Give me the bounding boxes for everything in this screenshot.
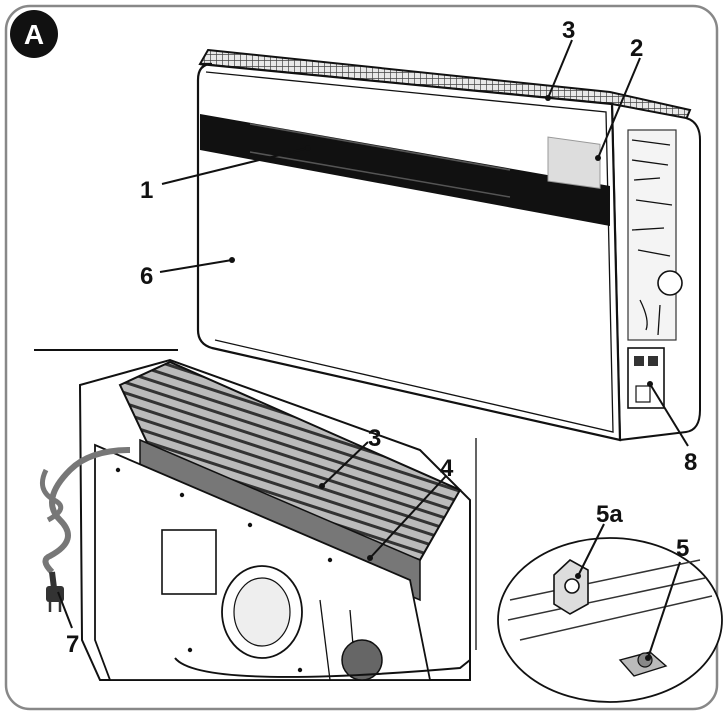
svg-text:A: A (24, 19, 44, 50)
callout-2: 2 (630, 35, 643, 62)
leader-lines (57, 39, 689, 661)
callout-3-bottom: 3 (368, 425, 381, 452)
callout-5a: 5a (596, 501, 623, 528)
rear-screws (115, 467, 333, 673)
callout-7: 7 (66, 631, 79, 658)
unit-rear-view (34, 349, 477, 681)
callout-5: 5 (676, 535, 689, 562)
rear-window (161, 529, 217, 595)
side-electronics (627, 129, 683, 409)
callout-3-top: 3 (562, 17, 575, 44)
rear-plate (94, 443, 432, 681)
front-panel (196, 62, 622, 442)
front-panel-inner-edge (205, 71, 614, 433)
detail-zoom (497, 537, 723, 703)
callout-4: 4 (440, 455, 454, 482)
rear-fan (341, 639, 383, 681)
display-band (200, 114, 610, 226)
unit-front-view (196, 48, 701, 442)
figure-badge: A (10, 10, 58, 58)
outer-frame (4, 4, 719, 711)
callout-1: 1 (140, 177, 153, 204)
callout-8: 8 (684, 449, 697, 476)
control-panel (547, 136, 601, 189)
base-curve (174, 657, 471, 678)
band-highlight (249, 123, 511, 198)
callout-6: 6 (140, 263, 153, 290)
